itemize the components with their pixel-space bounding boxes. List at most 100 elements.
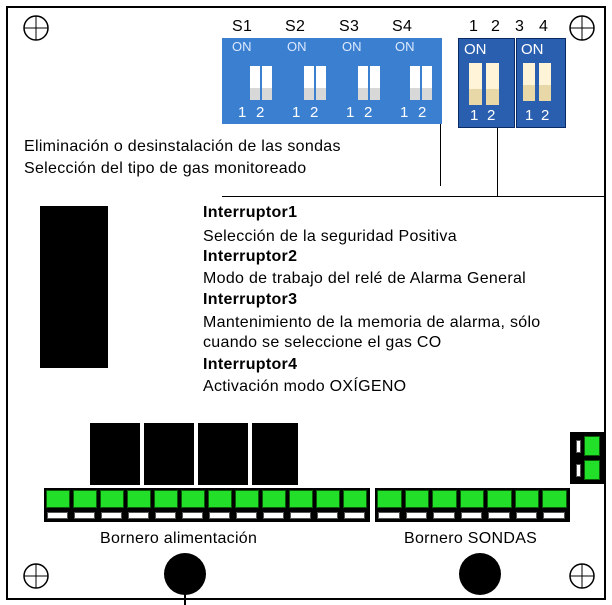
connector-tab [576, 464, 581, 477]
pin-label: 2 [310, 104, 319, 121]
on-label: ON [342, 39, 362, 54]
terminal-slot [128, 512, 149, 519]
terminal-slot [378, 512, 400, 519]
on-label: ON [464, 41, 487, 58]
pin-label: 1 [346, 104, 355, 121]
connector-pin [584, 460, 600, 480]
on-label: ON [521, 41, 544, 58]
terminal-screw[interactable] [487, 490, 512, 508]
leader-line [497, 128, 498, 196]
relay-component [40, 206, 108, 368]
terminal-slot [460, 512, 482, 519]
pin-label: 2 [487, 107, 496, 124]
dip-toggle[interactable] [250, 66, 260, 100]
terminal-screw[interactable] [377, 490, 402, 508]
dip-header-s1: S1 [232, 18, 253, 35]
cable-gland [164, 553, 206, 595]
terminal-screw[interactable] [459, 490, 484, 508]
dip-toggle[interactable] [304, 66, 314, 100]
terminal-screw[interactable] [127, 490, 151, 508]
switch-3-title: Interruptor3 [203, 291, 298, 308]
terminal-slot [47, 512, 68, 519]
dip-toggle[interactable] [316, 66, 326, 100]
terminal-screw[interactable] [404, 490, 429, 508]
cable-lead [184, 590, 186, 605]
pin-label: 2 [364, 104, 373, 121]
probe-terminal-label: Bornero SONDAS [404, 530, 538, 547]
terminal-screw[interactable] [514, 490, 539, 508]
terminal-screw[interactable] [432, 490, 457, 508]
pin-label: 1 [470, 107, 479, 124]
terminal-screw[interactable] [154, 490, 178, 508]
cable-gland [459, 553, 501, 595]
terminal-screw[interactable] [235, 490, 259, 508]
board-outline [6, 6, 606, 600]
terminal-slot [182, 512, 203, 519]
connector-tab [576, 440, 581, 453]
terminal-slot [236, 512, 257, 519]
dip-toggle[interactable] [486, 63, 499, 105]
dip-toggle[interactable] [262, 66, 272, 100]
leader-line [222, 196, 606, 197]
terminal-slot [74, 512, 95, 519]
terminal-screw[interactable] [208, 490, 232, 508]
terminal-screw[interactable] [181, 490, 205, 508]
terminal-screw[interactable] [73, 490, 97, 508]
terminal-strip-base [44, 488, 370, 522]
dip-header-s2: S2 [285, 18, 306, 35]
terminal-slot [263, 512, 284, 519]
switch-2-title: Interruptor2 [203, 248, 298, 265]
note-probe-removal: Eliminación o desinstalación de las sond… [24, 138, 341, 155]
dip-switch-block-a: ON ON ON ON 1 2 1 2 1 2 1 2 [222, 38, 442, 124]
terminal-slot [515, 512, 537, 519]
dip-toggle[interactable] [539, 63, 551, 101]
terminal-slot [155, 512, 176, 519]
switch-3-desc-line1: Mantenimiento de la memoria de alarma, s… [203, 314, 541, 331]
relay-block [198, 423, 248, 485]
terminal-screw[interactable] [262, 490, 286, 508]
terminal-screw[interactable] [316, 490, 340, 508]
dip-toggle[interactable] [370, 66, 380, 100]
pin-label: 2 [541, 107, 550, 124]
dip-toggle[interactable] [358, 66, 368, 100]
terminal-slot [488, 512, 510, 519]
terminal-slot [543, 512, 565, 519]
on-label: ON [232, 39, 252, 54]
terminal-screw[interactable] [100, 490, 124, 508]
dip-toggle[interactable] [523, 63, 535, 101]
terminal-slot [317, 512, 338, 519]
on-label: ON [287, 39, 307, 54]
mounting-hole-icon [23, 15, 49, 41]
mounting-hole-icon [23, 563, 49, 589]
terminal-slot [405, 512, 427, 519]
dip-toggle[interactable] [422, 66, 432, 100]
terminal-screw[interactable] [343, 490, 367, 508]
mounting-hole-icon [569, 15, 595, 41]
switch-3-desc-line2: cuando se seleccione el gas CO [203, 334, 442, 351]
switch-4-desc: Activación modo OXÍGENO [203, 378, 407, 395]
terminal-screw[interactable] [542, 490, 567, 508]
pin-label: 1 [525, 107, 534, 124]
terminal-slot [344, 512, 365, 519]
switch-1-title: Interruptor1 [203, 204, 298, 221]
relay-block [144, 423, 194, 485]
note-gas-selection: Selección del tipo de gas monitoreado [24, 160, 307, 177]
mounting-hole-icon [569, 563, 595, 589]
dip-header-2: 2 [491, 18, 501, 35]
connector-pin [584, 436, 600, 456]
terminal-screw[interactable] [46, 490, 70, 508]
terminal-screw[interactable] [289, 490, 313, 508]
terminal-slot [433, 512, 455, 519]
on-label: ON [395, 39, 415, 54]
terminal-slot [290, 512, 311, 519]
dip-toggle[interactable] [469, 63, 482, 105]
pin-label: 2 [418, 104, 427, 121]
pin-label: 1 [400, 104, 409, 121]
dip-switch-block-b2: ON 1 2 [516, 38, 566, 128]
relay-block [252, 423, 298, 485]
dip-toggle[interactable] [410, 66, 420, 100]
terminal-slot [209, 512, 230, 519]
switch-2-desc: Modo de trabajo del relé de Alarma Gener… [203, 270, 527, 287]
switch-4-title: Interruptor4 [203, 356, 298, 373]
